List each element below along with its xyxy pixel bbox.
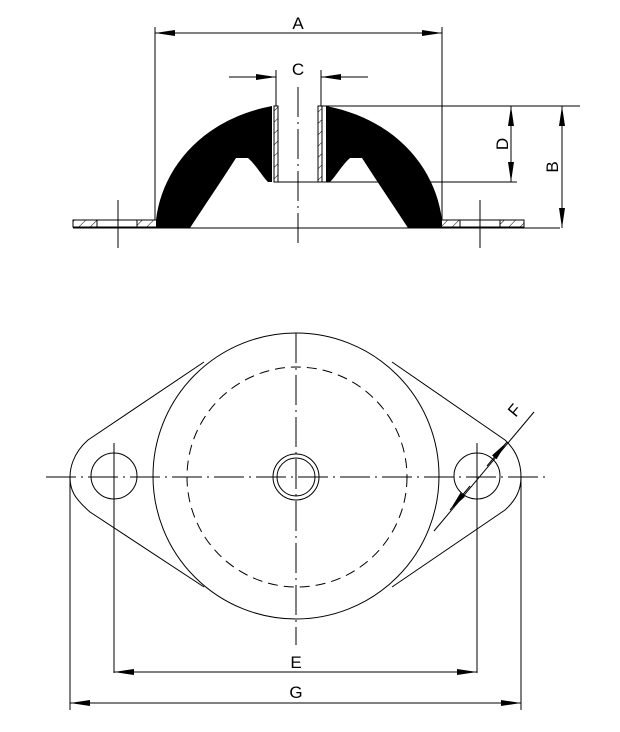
rubber-body-left	[156, 106, 272, 228]
dimension-b: B	[543, 106, 565, 228]
dimension-g: G	[70, 683, 521, 706]
label-c: C	[292, 60, 304, 79]
label-b: B	[543, 161, 562, 172]
dimension-a: A	[154, 14, 443, 220]
dimension-e: E	[114, 653, 477, 675]
section-view: A C D B	[72, 14, 580, 248]
insert-sleeve-right	[317, 105, 323, 183]
insert-sleeve-left	[273, 105, 279, 183]
label-a: A	[292, 14, 304, 33]
rubber-body-right	[326, 106, 442, 228]
dimension-f: F	[433, 400, 535, 532]
dimension-d: D	[322, 105, 580, 183]
base-plate	[72, 219, 560, 229]
dimension-c: C	[229, 60, 368, 106]
label-e: E	[290, 653, 301, 672]
top-view: F E G	[46, 332, 547, 710]
label-f: F	[504, 400, 525, 420]
label-d: D	[493, 138, 512, 150]
label-g: G	[289, 683, 302, 702]
